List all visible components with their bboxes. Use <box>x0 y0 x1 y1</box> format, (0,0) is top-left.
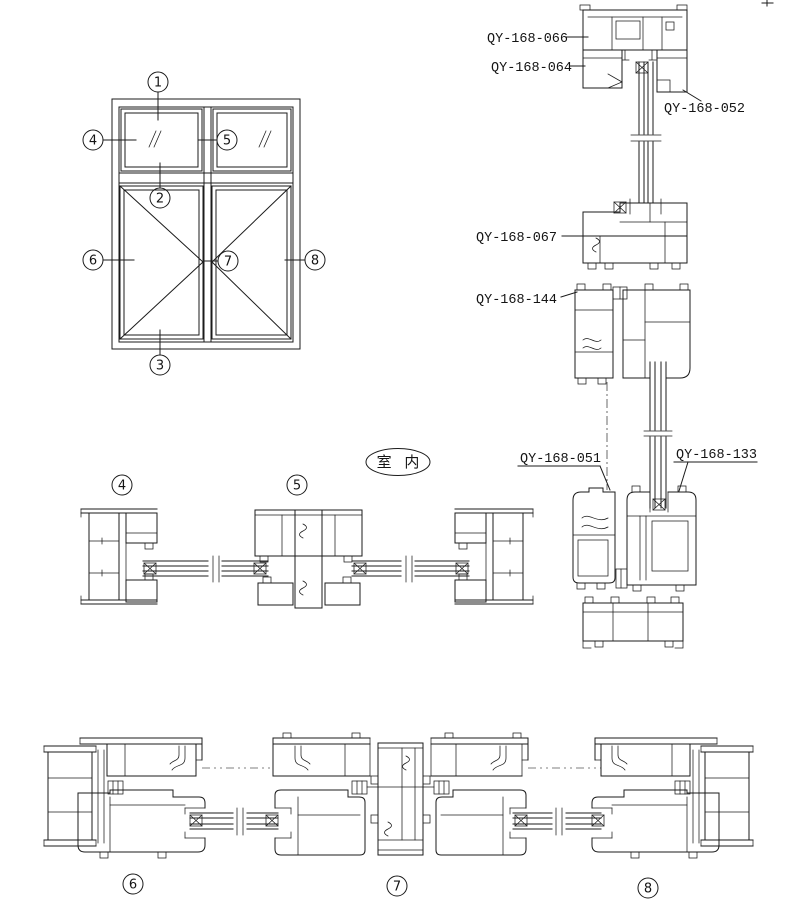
section-callout-6: 6 <box>122 873 144 895</box>
part-number: QY-168-067 <box>476 231 557 246</box>
room-label-text: 室 内 <box>377 453 424 471</box>
horizontal-section-row2: 6 7 8 <box>43 732 754 899</box>
callout-number: 1 <box>154 76 162 91</box>
elevation-callout-4: 4 <box>82 129 137 151</box>
callout-number: 4 <box>118 479 126 494</box>
room-label: 室 内 <box>365 448 431 476</box>
glazing-run-1 <box>142 555 269 583</box>
jamb-profile-right <box>454 508 534 605</box>
glazing-run-A <box>189 807 279 836</box>
callout-number: 7 <box>393 880 401 895</box>
part-label-066: QY-168-066 <box>487 32 589 47</box>
callout-number: 7 <box>224 255 232 270</box>
elevation-callout-2: 2 <box>149 162 171 209</box>
elevation-callout-3: 3 <box>149 329 171 376</box>
part-number: QY-168-144 <box>476 293 557 308</box>
part-label-052: QY-168-052 <box>664 89 745 117</box>
horizontal-section-row1: 4 5 <box>80 474 534 609</box>
part-number: QY-168-051 <box>520 452 601 467</box>
elevation-callout-1: 1 <box>147 71 169 121</box>
transom-profile <box>582 198 688 270</box>
sash-profile-133 <box>615 485 697 592</box>
border-artifact <box>761 0 774 7</box>
section-callout-7: 7 <box>386 875 408 897</box>
glazing-lower <box>643 361 673 509</box>
elevation-callout-6: 6 <box>82 249 135 271</box>
part-number: QY-168-066 <box>487 32 568 47</box>
elevation-callout-7: 7 <box>203 250 239 272</box>
casement-section-left <box>43 737 206 859</box>
part-label-064: QY-168-064 <box>491 61 586 76</box>
jamb-profile-left <box>80 508 158 605</box>
casement-section-center <box>272 732 529 856</box>
vertical-section: QY-168-066 QY-168-064 QY-168-052 QY-168-… <box>476 4 758 649</box>
part-label-133: QY-168-133 <box>673 448 758 492</box>
callout-number: 4 <box>89 134 97 149</box>
casement-sash-bottom-left <box>119 185 204 340</box>
elevation-callout-8: 8 <box>284 249 326 271</box>
casement-sash-bottom-right <box>211 185 292 340</box>
callout-number: 6 <box>89 254 97 269</box>
glazing-run-B <box>512 807 605 836</box>
casement-section-right <box>591 737 754 859</box>
callout-number: 5 <box>293 479 301 494</box>
callout-number: 8 <box>311 254 319 269</box>
callout-number: 5 <box>223 134 231 149</box>
section-callout-4: 4 <box>111 474 133 496</box>
glazing-upper <box>630 61 662 204</box>
head-frame-profile <box>579 4 688 93</box>
window-frame <box>111 98 301 350</box>
sill-profile <box>582 596 684 649</box>
sash-profile-051 <box>572 487 616 590</box>
callout-number: 6 <box>129 878 137 893</box>
callout-number: 3 <box>156 359 164 374</box>
glazing-run-2 <box>351 555 470 583</box>
elevation-callout-5: 5 <box>197 129 238 151</box>
part-label-051: QY-168-051 <box>517 452 611 491</box>
elevation-diagram: 1 4 5 2 6 7 8 <box>82 71 326 376</box>
callout-number: 8 <box>644 882 652 897</box>
mullion-profile <box>254 509 363 609</box>
part-label-067: QY-168-067 <box>476 231 585 246</box>
part-number: QY-168-064 <box>491 61 572 76</box>
callout-number: 2 <box>156 192 164 207</box>
part-number: QY-168-133 <box>676 448 757 463</box>
section-callout-8: 8 <box>637 877 659 899</box>
part-number: QY-168-052 <box>664 102 745 117</box>
part-label-144: QY-168-144 <box>476 291 578 308</box>
frame-profile-144 <box>574 283 691 385</box>
section-callout-5: 5 <box>286 474 308 496</box>
